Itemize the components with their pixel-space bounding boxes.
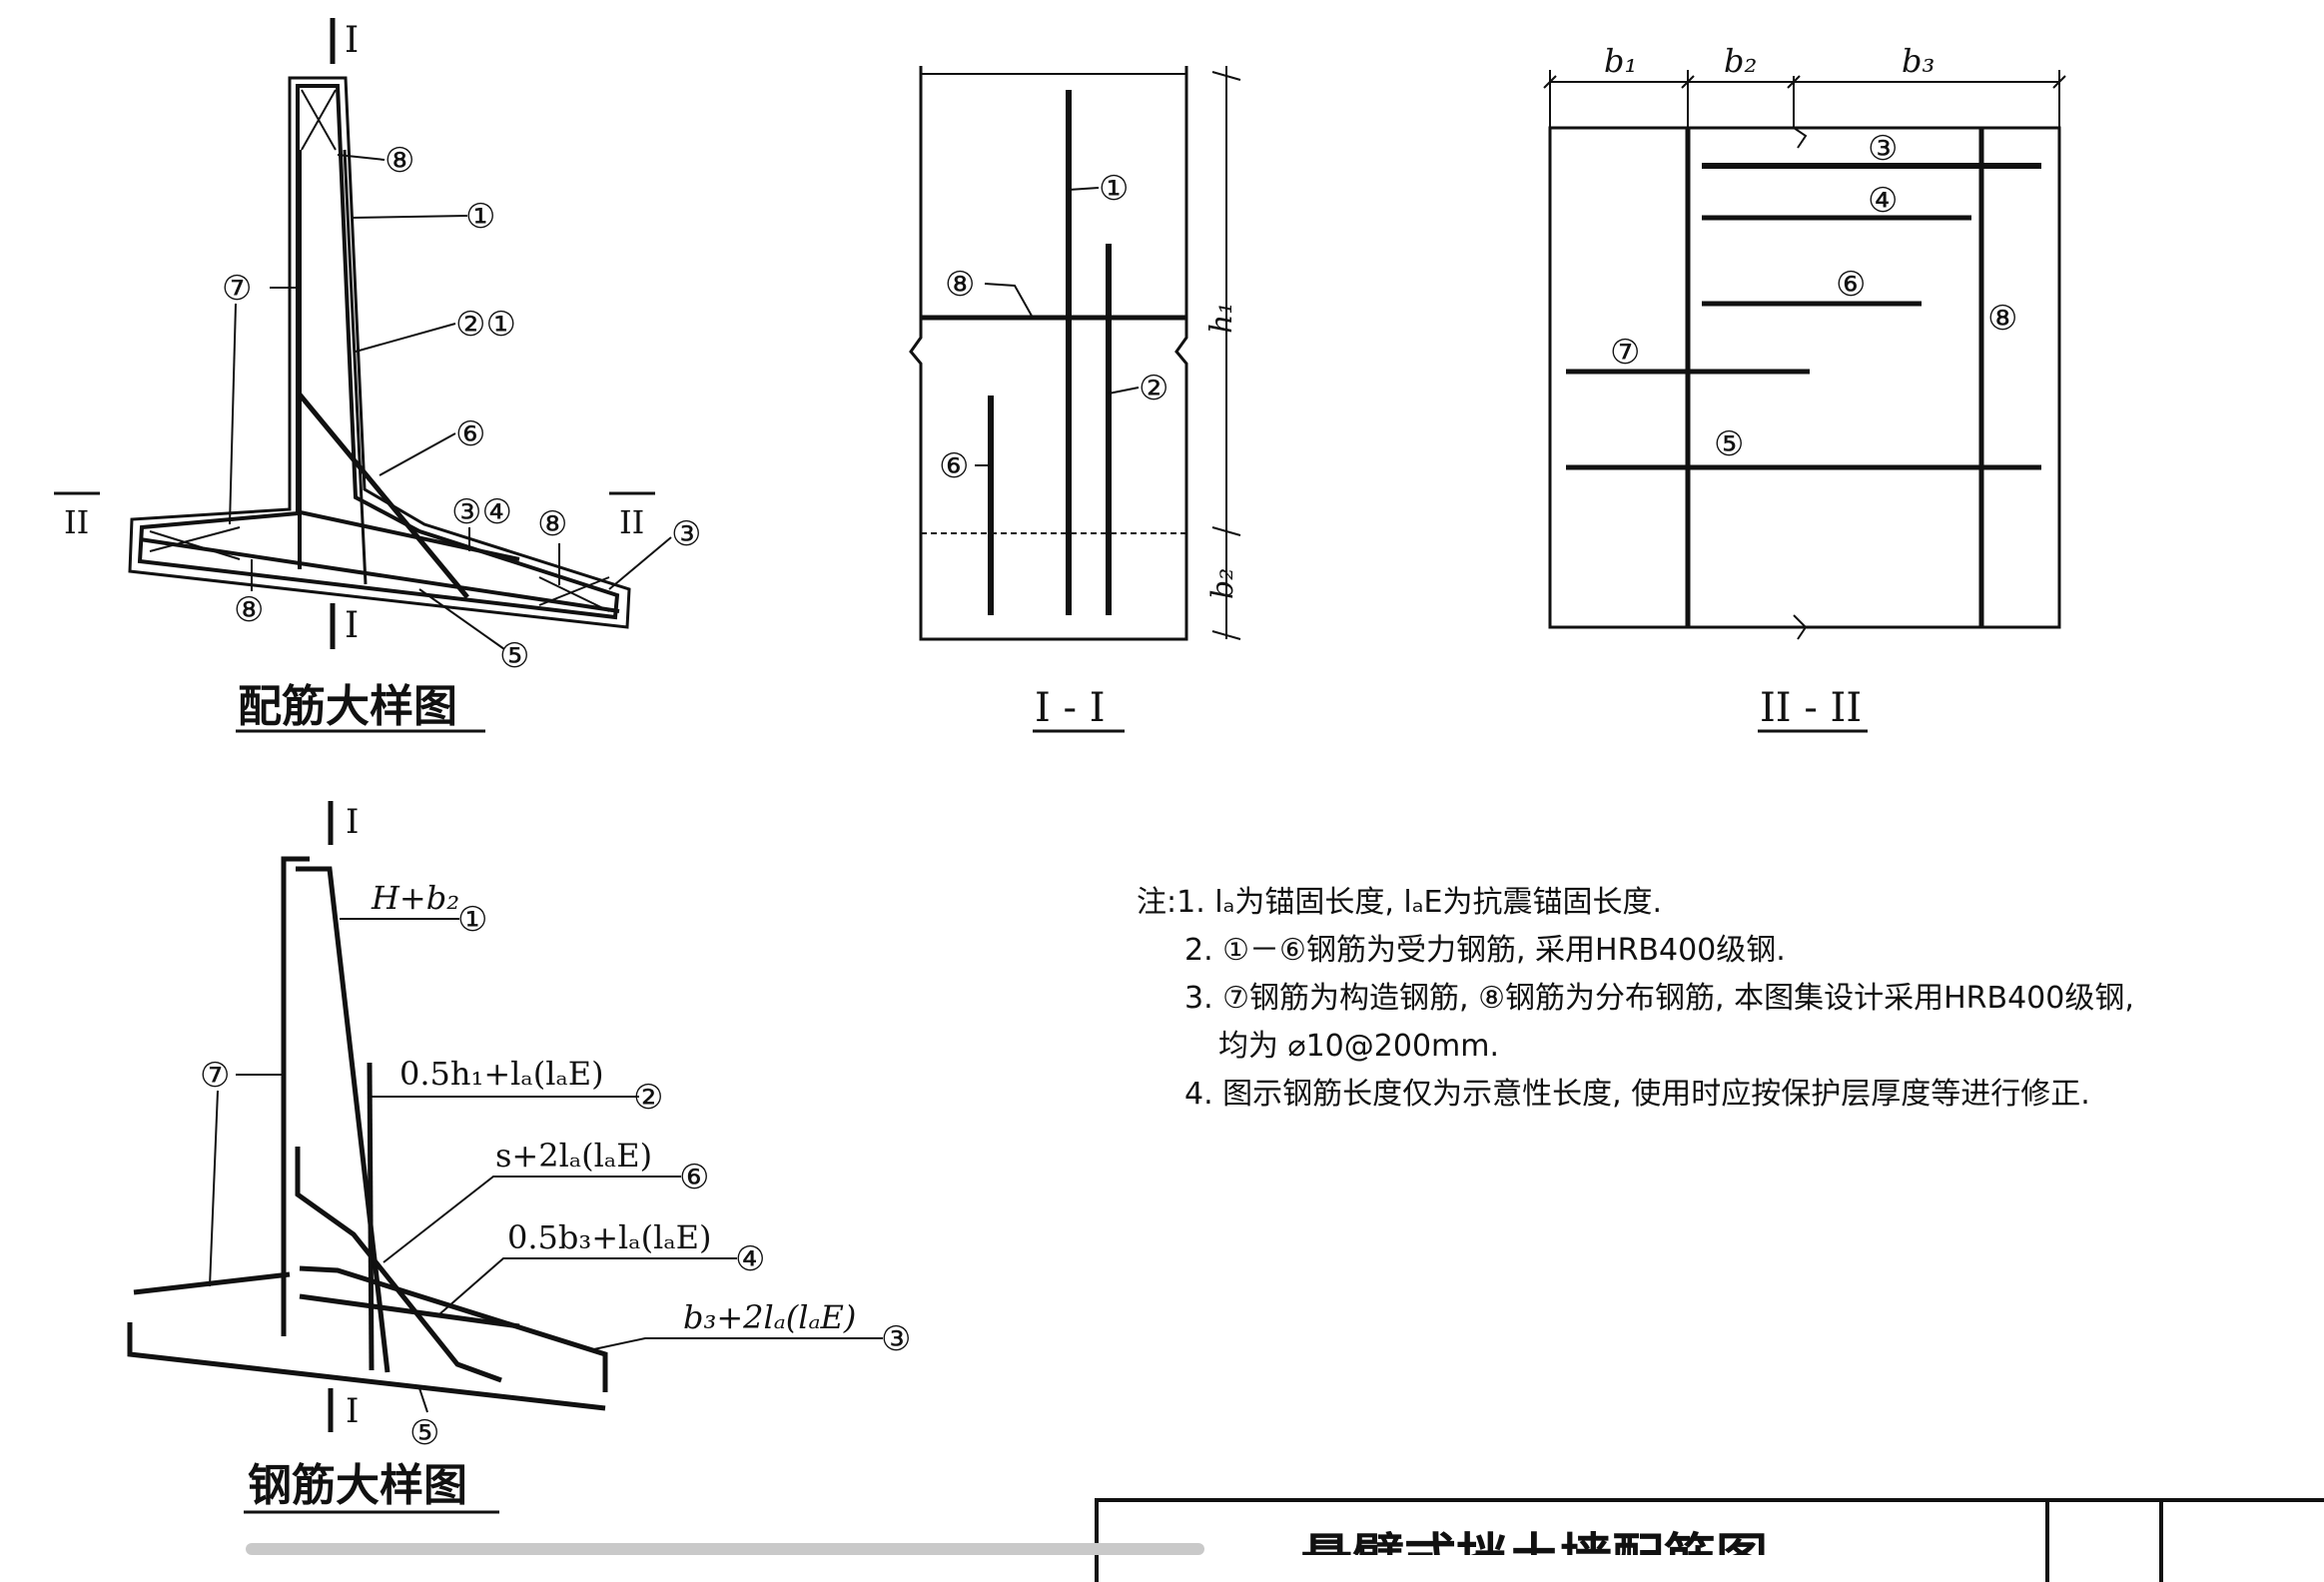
dim-b2: b₂ <box>1724 42 1757 80</box>
rebar-callout-2: ② <box>633 1078 663 1118</box>
rebar-callout-4: ④ <box>735 1239 765 1279</box>
horizontal-scrollbar[interactable] <box>246 1543 1204 1555</box>
rebar-callout-6: ⑥ <box>679 1158 709 1197</box>
bar-6 <box>298 393 469 599</box>
top-distribution-x <box>301 89 337 151</box>
bar-1 <box>343 149 368 585</box>
rebar-label-6: s+2lₐ(lₐE) <box>495 1137 652 1175</box>
rebar-5 <box>127 1322 606 1411</box>
section-I: h₁ b₂ ① ⑧ ② ⑥ I - I <box>909 66 1241 733</box>
callout-8-heel: ⑧ <box>537 504 567 544</box>
rebar-7 <box>281 856 310 1336</box>
rebar-callout-5: ⑤ <box>409 1413 439 1453</box>
rebar-3 <box>299 1265 608 1392</box>
heel-x <box>538 576 610 612</box>
toe-x <box>149 526 241 560</box>
section-II: b₁ b₂ b₃ ③ ④ ⑥ ⑦ ⑤ ⑧ II - II <box>1543 42 2066 733</box>
section-I-callout-6: ⑥ <box>939 446 969 486</box>
rebar-callout-1: ① <box>457 900 487 940</box>
callout-1: ① <box>465 197 495 237</box>
rebar-section-mark-bottom: I <box>346 1391 359 1431</box>
rebar-label-3: b₃+2lₐ(lₐE) <box>683 1298 856 1336</box>
rebar-callout-3: ③ <box>881 1319 911 1359</box>
note-1: 注:1. lₐ为锚固长度, lₐE为抗震锚固长度. <box>1137 885 1662 920</box>
section-mark-I-bottom: I <box>345 605 359 646</box>
bar-34 <box>295 509 520 561</box>
rebar-label-2: 0.5h₁+lₐ(lₐE) <box>399 1055 604 1093</box>
rebar-label-4: 0.5b₃+lₐ(lₐE) <box>507 1218 712 1256</box>
design-notes: 注:1. lₐ为锚固长度, lₐE为抗震锚固长度. 2. ①－⑥钢筋为受力钢筋,… <box>1137 879 2285 1119</box>
note-2: 2. ①－⑥钢筋为受力钢筋, 采用HRB400级钢. <box>1184 933 1786 968</box>
section-I-callout-1: ① <box>1099 169 1129 209</box>
note-3-cont: 均为 ⌀10@200mm. <box>1218 1029 1500 1064</box>
wall-outline <box>128 76 631 629</box>
title-block-divider-1 <box>2045 1502 2049 1582</box>
rebar-6 <box>295 1147 502 1383</box>
section-mark-I-top: I <box>345 20 359 61</box>
section-II-callout-5: ⑤ <box>1714 424 1744 464</box>
title-block-title: 悬臂式挡土墙配筋图 <box>1300 1529 1768 1555</box>
dim-b2-vertical: b₂ <box>1205 568 1240 599</box>
note-3: 3. ⑦钢筋为构造钢筋, ⑧钢筋为分布钢筋, 本图集设计采用HRB400级钢, <box>1184 981 2134 1016</box>
detail-title: 配筋大样图 <box>238 681 457 732</box>
section-II-callout-8: ⑧ <box>1987 299 2017 339</box>
section-II-callout-6: ⑥ <box>1836 265 1866 305</box>
section-mark-II-left: II <box>64 503 89 541</box>
rebar-cage <box>137 84 620 620</box>
section-II-title: II - II <box>1760 685 1862 731</box>
dim-h1: h₁ <box>1204 303 1239 334</box>
callout-34: ③④ <box>451 492 512 532</box>
rebar-label-1: H+b₂ <box>371 879 459 917</box>
rebar-callout-7: ⑦ <box>200 1056 230 1096</box>
title-block <box>1095 1498 2324 1582</box>
section-II-callout-4: ④ <box>1868 181 1898 221</box>
rebar-section-mark-top: I <box>346 802 359 842</box>
section-II-callout-7: ⑦ <box>1610 333 1640 373</box>
callout-7: ⑦ <box>222 269 252 309</box>
bar-5 <box>139 537 620 613</box>
section-II-callout-3: ③ <box>1868 129 1898 169</box>
section-I-callout-8: ⑧ <box>945 265 975 305</box>
note-4: 4. 图示钢筋长度仅为示意性长度, 使用时应按保护层厚度等进行修正. <box>1184 1077 2090 1112</box>
callout-21: ②① <box>455 305 516 345</box>
rebar-2 <box>367 1062 375 1371</box>
section-I-title: I - I <box>1035 685 1106 731</box>
callout-5: ⑤ <box>499 636 529 676</box>
section-I-callout-2: ② <box>1139 369 1168 408</box>
rebar-title: 钢筋大样图 <box>248 1460 467 1511</box>
section-mark-II-right: II <box>619 503 644 541</box>
detail-drawing: I I II II ⑧ ① ⑦ ②① ⑥ ③④ ⑧ ③ ⑧ ⑤ 配筋大样图 <box>54 18 701 733</box>
callout-8-toe: ⑧ <box>234 590 264 630</box>
callout-3: ③ <box>671 514 701 554</box>
callout-8-top: ⑧ <box>385 141 414 181</box>
rebar-drawing: I I H+b₂ ① ⑦ 0.5h₁+lₐ(lₐE) ② s+2lₐ(lₐE) … <box>127 801 911 1514</box>
rebar-4 <box>299 1293 520 1329</box>
title-block-divider-2 <box>2159 1502 2163 1582</box>
dim-b3: b₃ <box>1902 42 1935 80</box>
dim-b1: b₁ <box>1604 42 1637 80</box>
callout-6: ⑥ <box>455 414 485 454</box>
